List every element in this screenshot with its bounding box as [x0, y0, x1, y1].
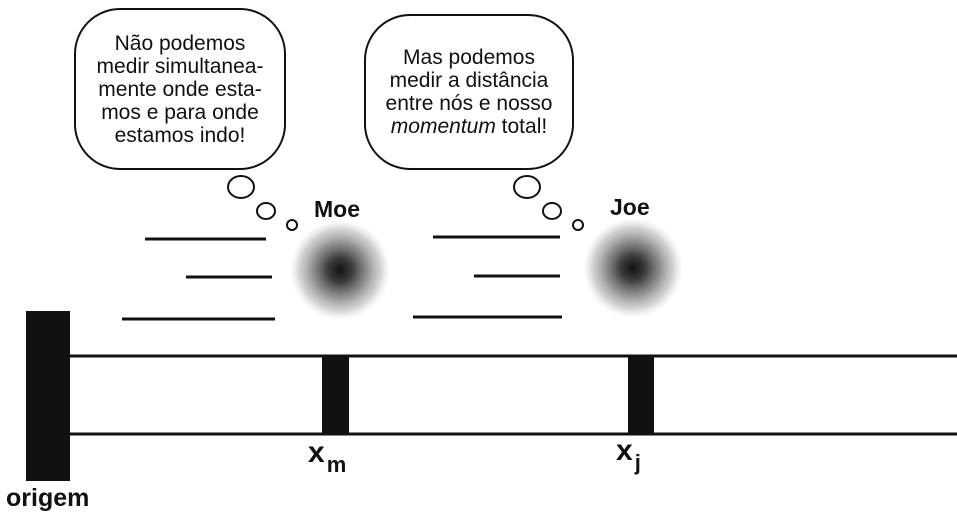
joe-thought-line-last: momentum total! [391, 115, 547, 138]
moe-position-marker [322, 356, 349, 434]
motion-lines-joe [413, 235, 562, 319]
moe-thought-line: medir simultanea- [96, 54, 264, 78]
thought-dots-left [227, 175, 298, 231]
joe-position-marker [628, 356, 654, 434]
motion-lines-moe [122, 237, 275, 321]
moe-thought-line: Não podemos [114, 31, 246, 55]
moe-thought-line: estamos indo! [114, 123, 246, 147]
origin-label: origem [6, 484, 90, 512]
joe-position-label: xj [616, 434, 641, 476]
moe-thought-line: mente onde esta- [98, 77, 262, 101]
joe-thought-line: medir a distância [389, 69, 549, 92]
moe-thought-bubble: Não podemos medir simultanea- mente onde… [74, 8, 286, 170]
thought-dots-right [513, 175, 584, 231]
joe-thought-line: Mas podemos [403, 46, 535, 69]
joe-thought-bubble: Mas podemos medir a distância entre nós … [364, 14, 574, 170]
joe-thought-line: entre nós e nosso [385, 92, 553, 115]
joe-particle [583, 218, 683, 318]
moe-name-label: Moe [314, 196, 360, 222]
joe-position-symbol: x [616, 434, 633, 467]
moe-thought-line: mos e para onde [101, 100, 259, 124]
momentum-rest: total! [495, 115, 548, 138]
moe-particle [290, 220, 390, 320]
joe-name-label: Joe [610, 194, 650, 220]
moe-position-symbol: x [308, 436, 325, 469]
momentum-word: momentum [390, 115, 496, 138]
origin-bar [26, 311, 70, 481]
joe-position-subscript: j [634, 450, 641, 475]
moe-position-subscript: m [326, 452, 347, 477]
moe-position-label: xm [308, 436, 346, 478]
